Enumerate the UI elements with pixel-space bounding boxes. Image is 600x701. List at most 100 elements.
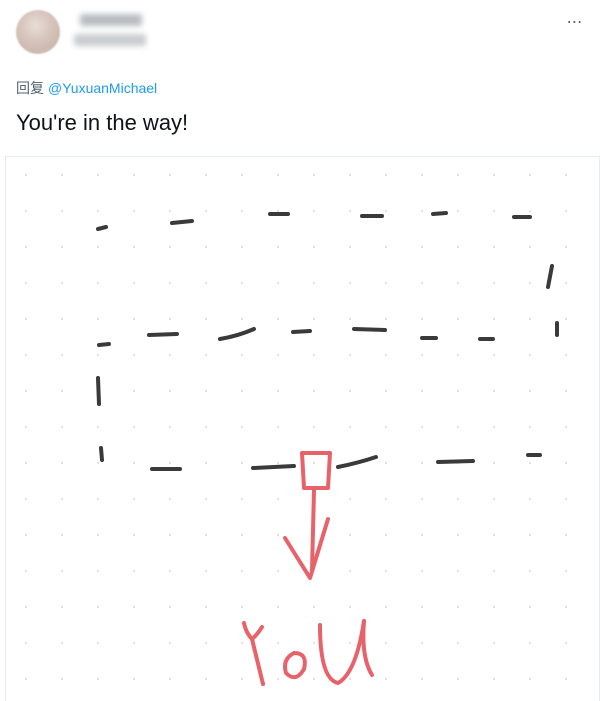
grid-dot (385, 246, 387, 248)
grid-dot (205, 678, 207, 680)
grid-dot (205, 282, 207, 284)
grid-dot (385, 426, 387, 428)
grid-dot (565, 354, 567, 356)
grid-dot (529, 210, 531, 212)
grid-dot (61, 678, 63, 680)
avatar[interactable] (16, 10, 60, 54)
grid-dot (277, 498, 279, 500)
grid-dot (25, 570, 27, 572)
username-redacted[interactable] (74, 34, 146, 46)
grid-dot (457, 426, 459, 428)
grid-dot (421, 390, 423, 392)
grid-dot (241, 642, 243, 644)
tweet-media-image[interactable] (5, 156, 600, 701)
grid-dot (61, 318, 63, 320)
grid-dot (97, 246, 99, 248)
grid-dot (457, 174, 459, 176)
grid-dot (529, 462, 531, 464)
grid-dot (565, 498, 567, 500)
grid-dot (133, 210, 135, 212)
grid-dot (133, 642, 135, 644)
more-options-icon[interactable]: ⋯ (566, 14, 584, 31)
grid-dot (61, 426, 63, 428)
grid-dot (493, 210, 495, 212)
grid-dot (133, 282, 135, 284)
grid-dot (349, 498, 351, 500)
grid-dot (277, 570, 279, 572)
grid-dot (205, 498, 207, 500)
grid-dot (97, 642, 99, 644)
grid-dot (277, 390, 279, 392)
grid-dot (349, 678, 351, 680)
grid-dot (385, 642, 387, 644)
grid-dot (385, 390, 387, 392)
grid-dot (61, 390, 63, 392)
grid-dot (169, 606, 171, 608)
grid-dot (565, 318, 567, 320)
grid-dot (529, 282, 531, 284)
grid-dot (205, 246, 207, 248)
grid-dot (457, 210, 459, 212)
grid-dot (169, 498, 171, 500)
grid-dot (277, 246, 279, 248)
grid-dot (277, 426, 279, 428)
grid-dot (205, 642, 207, 644)
grid-dot (205, 354, 207, 356)
grid-dot (169, 390, 171, 392)
grid-dot (565, 570, 567, 572)
grid-dot (25, 462, 27, 464)
grid-dot (205, 462, 207, 464)
grid-dot (133, 426, 135, 428)
grid-dot (565, 174, 567, 176)
grid-dot (277, 606, 279, 608)
grid-dot (385, 462, 387, 464)
grid-dot (25, 642, 27, 644)
grid-dot (421, 174, 423, 176)
red-gap-marker (283, 451, 332, 580)
grid-dot (133, 606, 135, 608)
grid-dot (529, 354, 531, 356)
display-name-redacted[interactable] (80, 14, 142, 26)
grid-dot (313, 354, 315, 356)
grid-dot (529, 570, 531, 572)
grid-dot (385, 498, 387, 500)
grid-dot (205, 210, 207, 212)
grid-dot (457, 678, 459, 680)
grid-dot (61, 174, 63, 176)
grid-dot (61, 606, 63, 608)
grid-dot (457, 246, 459, 248)
grid-dot (133, 534, 135, 536)
grid-dot (133, 174, 135, 176)
reply-label: 回复 (16, 80, 44, 96)
reply-mention-link[interactable]: @YuxuanMichael (48, 80, 158, 96)
grid-dot (241, 318, 243, 320)
grid-dot (241, 282, 243, 284)
grid-dot (385, 606, 387, 608)
grid-dot (493, 390, 495, 392)
grid-dot (385, 354, 387, 356)
grid-dot (25, 282, 27, 284)
grid-dot (421, 318, 423, 320)
dot-grid (25, 174, 567, 680)
reply-context: 回复@YuxuanMichael (16, 78, 157, 98)
grid-dot (457, 354, 459, 356)
grid-dot (61, 498, 63, 500)
grid-dot (241, 498, 243, 500)
grid-dot (529, 390, 531, 392)
grid-dot (61, 246, 63, 248)
grid-dot (169, 642, 171, 644)
grid-dot (133, 462, 135, 464)
grid-dot (241, 678, 243, 680)
grid-dot (25, 534, 27, 536)
grid-dot (61, 282, 63, 284)
grid-dot (385, 210, 387, 212)
grid-dot (493, 570, 495, 572)
grid-dot (349, 534, 351, 536)
grid-dot (313, 606, 315, 608)
grid-dot (313, 318, 315, 320)
grid-dot (529, 318, 531, 320)
grid-dot (277, 462, 279, 464)
grid-dot (25, 246, 27, 248)
grid-dot (277, 210, 279, 212)
grid-dot (97, 534, 99, 536)
